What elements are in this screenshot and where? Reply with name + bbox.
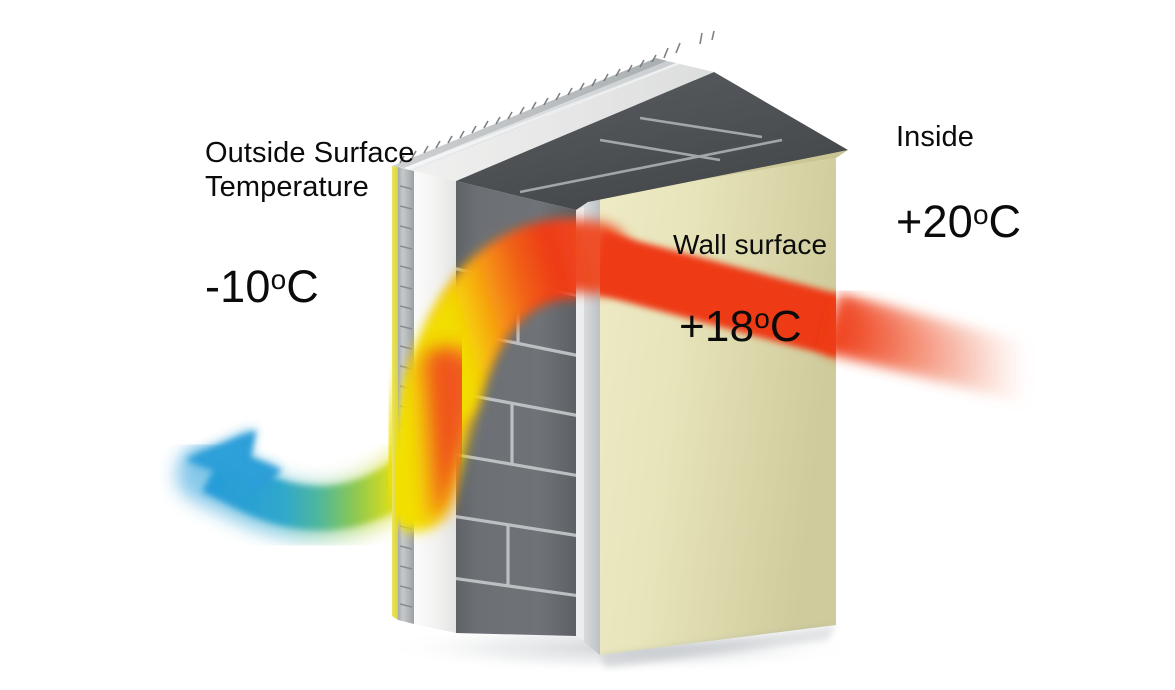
heat-flow-inside-tail [824,292,1038,404]
label-wall-caption: Wall surface [673,229,828,261]
label-wall-value: +18oC [679,301,827,352]
label-inside-value: +20oC [896,196,1021,248]
degree-symbol-inside: o [972,198,989,230]
label-inside-unit: C [988,195,1022,247]
cladding-top-highlight [404,63,680,170]
insulation-top [414,63,714,181]
label-outside-caption: Outside Surface Temperature [205,137,415,203]
label-wall-number: +18 [679,301,755,351]
label-inside-temperature: Inside +20oC [896,84,1021,285]
label-outside-unit: C [286,261,319,313]
layer-inner-cap-highlight [576,207,584,641]
degree-symbol-outside: o [270,264,287,296]
label-wall-surface: Wall surface +18oC [673,192,827,389]
blockwork-top-plane [456,72,848,202]
heat-flow-inner-band [600,232,836,358]
label-inside-number: +20 [896,195,973,247]
blockwork-top-joints [519,116,783,194]
label-wall-unit: C [769,301,802,351]
label-outside-surface: Outside Surface Temperature -10oC [205,100,414,351]
cladding-top [392,58,667,168]
label-outside-value: -10oC [205,261,414,313]
label-inside-caption: Inside [896,121,974,154]
cladding-rib-ticks-top [399,30,715,164]
label-outside-number: -10 [205,261,271,313]
heat-flow-curve [379,219,632,527]
panel-bottom-shadow [600,625,836,668]
degree-symbol-wall: o [754,302,770,334]
